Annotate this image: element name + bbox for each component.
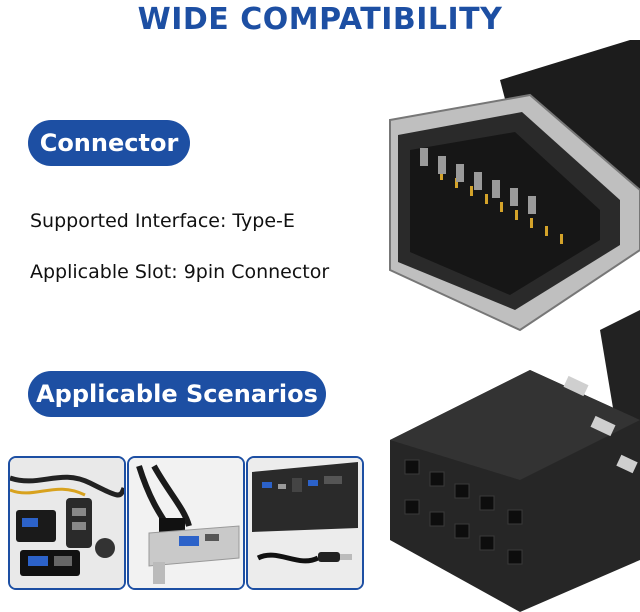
scenarios-section-label: Applicable Scenarios	[36, 380, 318, 408]
pci-bracket-illustration	[129, 458, 243, 588]
applicable-slot-text: Applicable Slot: 9pin Connector	[30, 261, 330, 283]
scenario-image-front-panel	[8, 456, 126, 590]
connector-section-label: Connector	[39, 129, 179, 157]
adapter-product-image: 234054	[330, 40, 640, 612]
drive-bay-panel-illustration	[248, 458, 362, 588]
scenario-image-drive-bay-panel	[246, 456, 364, 590]
connector-section-badge: Connector	[28, 120, 190, 166]
type-e-to-9pin-adapter-illustration: 234054	[389, 40, 640, 612]
scenarios-section-badge: Applicable Scenarios	[28, 371, 326, 417]
scenario-image-pci-bracket	[127, 456, 245, 590]
front-panel-cables-illustration	[10, 458, 124, 588]
supported-interface-text: Supported Interface: Type-E	[30, 210, 295, 232]
page-title: WIDE COMPATIBILITY	[137, 2, 503, 37]
